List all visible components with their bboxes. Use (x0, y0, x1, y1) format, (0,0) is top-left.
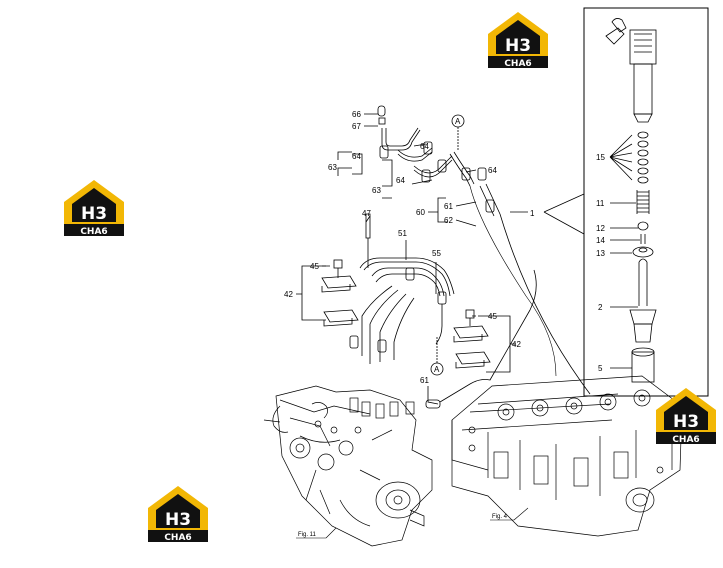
callout-42-right: 42 (512, 340, 521, 349)
callout-12: 12 (596, 224, 605, 233)
callout-64-a: 64 (352, 152, 361, 161)
callout-64-d: 64 (396, 176, 405, 185)
watermark-logo-bottom: H3 CHA6 (146, 484, 210, 542)
callout-47: 47 (362, 209, 371, 218)
watermark-bottom-text: CHA6 (80, 227, 107, 236)
callout-2: 2 (598, 303, 603, 312)
upper-injection-lines (377, 105, 501, 217)
callout-51: 51 (398, 229, 407, 238)
callout-45-left: 45 (310, 262, 319, 271)
watermark-top-text: H3 (673, 412, 699, 432)
fig-4-label: Fig. 4 (492, 514, 508, 520)
callout-11: 11 (596, 199, 605, 208)
clamp-left (296, 259, 359, 327)
callout-61-top: 61 (444, 202, 453, 211)
watermark-bottom-text: CHA6 (672, 435, 699, 444)
cylinder-head (451, 375, 684, 537)
callout-15: 15 (596, 153, 605, 162)
callout-60: 60 (416, 208, 425, 217)
middle-injection-lines (349, 213, 455, 364)
watermark-bottom-text: CHA6 (504, 59, 531, 68)
watermark-logo-left: H3 CHA6 (62, 178, 126, 236)
callout-13: 13 (596, 249, 605, 258)
callout-64-c: 64 (488, 166, 497, 175)
clamp-right (453, 309, 516, 373)
callout-66: 66 (352, 110, 361, 119)
callout-5: 5 (598, 364, 603, 373)
watermark-logo-top: H3 CHA6 (486, 10, 550, 68)
callout-61-bottom: 61 (420, 376, 429, 385)
watermark-bottom-text: CHA6 (164, 533, 191, 542)
callout-14: 14 (596, 236, 605, 245)
spring (636, 190, 650, 214)
washer-stack (637, 131, 649, 184)
callout-67: 67 (352, 122, 361, 131)
fig-11-label: Fig. 11 (298, 532, 317, 538)
callout-1-bracket (543, 193, 585, 235)
watermark-top-text: H3 (505, 36, 531, 56)
watermark-top-text: H3 (165, 510, 191, 530)
callout-45-right: 45 (488, 312, 497, 321)
callout-42-left: 42 (284, 290, 293, 299)
callout-62: 62 (444, 216, 453, 225)
nozzle-inset (583, 7, 709, 397)
watermark-logo-right: H3 CHA6 (654, 386, 718, 444)
callout-63-mid: 63 (372, 186, 381, 195)
injection-pump (263, 385, 433, 547)
callout-63-top: 63 (328, 163, 337, 172)
watermark-top-text: H3 (81, 204, 107, 224)
callout-64-b: 64 (420, 142, 429, 151)
callout-55: 55 (432, 249, 441, 258)
marker-a-bottom-label: A (434, 365, 440, 374)
marker-a-top-label: A (455, 117, 461, 126)
upper-leader-lines (337, 113, 528, 227)
callout-1: 1 (530, 209, 535, 218)
